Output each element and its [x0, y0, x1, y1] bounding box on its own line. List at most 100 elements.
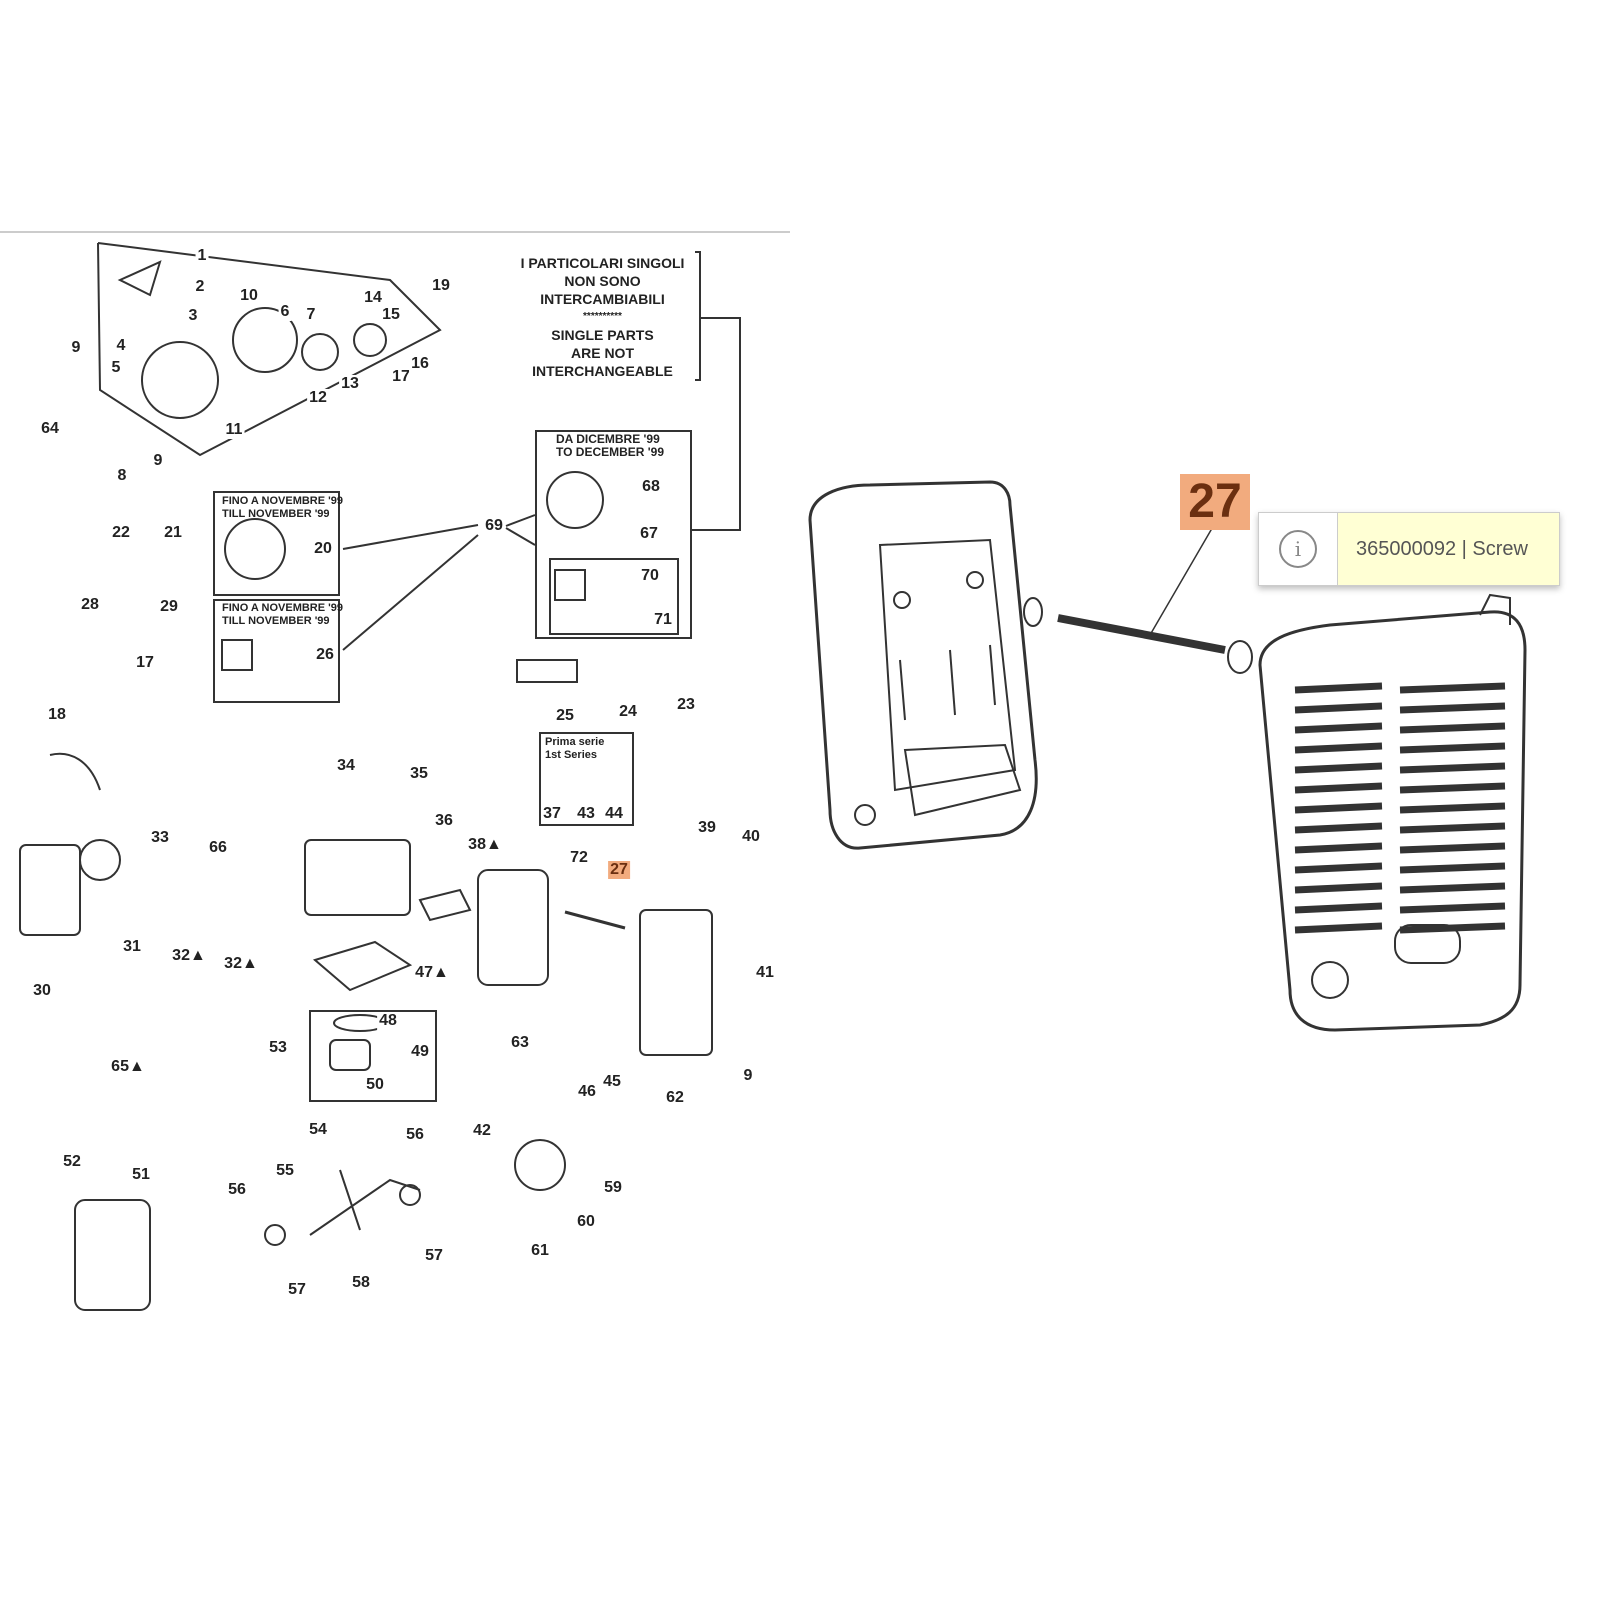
part-label[interactable]: 14	[362, 289, 384, 307]
part-label[interactable]: 15	[380, 306, 402, 324]
vent-slat	[1294, 902, 1383, 914]
part-label[interactable]: 37	[541, 805, 563, 823]
part-label[interactable]: 40	[740, 828, 762, 846]
part-label[interactable]: 39	[696, 819, 718, 837]
part-label[interactable]: 24	[617, 703, 639, 721]
part-label[interactable]: 12	[307, 389, 329, 407]
highlighted-part-label-large[interactable]: 27	[1180, 474, 1250, 530]
part-label[interactable]: 70	[639, 567, 661, 585]
part-label[interactable]: 62	[664, 1089, 686, 1107]
part-label[interactable]: 28	[79, 596, 101, 614]
part-label[interactable]: 48	[377, 1012, 399, 1030]
part-label[interactable]: 32▲	[222, 955, 260, 973]
piston-box	[309, 1010, 437, 1102]
part-label[interactable]: 43	[575, 805, 597, 823]
part-label[interactable]: 50	[364, 1076, 386, 1094]
vent-slat	[1294, 802, 1383, 814]
part-label[interactable]: 17	[134, 654, 156, 672]
part-label[interactable]: 18	[46, 706, 68, 724]
part-label[interactable]: 41	[754, 964, 776, 982]
part-label[interactable]: 21	[162, 524, 184, 542]
part-label[interactable]: 69	[483, 517, 505, 535]
part-label[interactable]: 67	[638, 525, 660, 543]
part-label[interactable]: 58	[350, 1274, 372, 1292]
part-label[interactable]: 72	[568, 849, 590, 867]
info-icon: i	[1259, 513, 1338, 585]
part-label[interactable]: 20	[312, 540, 334, 558]
part-label[interactable]: 13	[339, 375, 361, 393]
starter-housing	[141, 341, 219, 419]
part-label[interactable]: 57	[423, 1247, 445, 1265]
starter-group-outline	[97, 242, 442, 457]
vent-slat	[1294, 922, 1383, 934]
part-label[interactable]: 61	[529, 1242, 551, 1260]
part-label[interactable]: 10	[238, 287, 260, 305]
note-line: **********	[583, 311, 622, 322]
part-label[interactable]: 26	[314, 646, 336, 664]
part-label[interactable]: 52	[61, 1153, 83, 1171]
part-label[interactable]: 56	[404, 1126, 426, 1144]
vent-slat	[1399, 762, 1506, 774]
part-label[interactable]: 22	[110, 524, 132, 542]
vent-slat	[1399, 842, 1506, 854]
note-line: I PARTICOLARI SINGOLI	[520, 255, 685, 271]
part-label[interactable]: 29	[158, 598, 180, 616]
note-line: INTERCHANGEABLE	[532, 363, 673, 379]
part-tooltip: i 365000092 | Screw	[1258, 512, 1560, 586]
part-label[interactable]: 59	[602, 1179, 624, 1197]
part-label[interactable]: 31	[121, 938, 143, 956]
part-label[interactable]: 1	[195, 247, 209, 265]
part-label[interactable]: 35	[408, 765, 430, 783]
part-label[interactable]: 3	[186, 307, 200, 325]
part-label[interactable]: 2	[193, 278, 207, 296]
highlighted-part-label[interactable]: 27	[608, 861, 630, 879]
part-label[interactable]: 64	[39, 420, 61, 438]
part-label[interactable]: 63	[509, 1034, 531, 1052]
part-label[interactable]: 36	[433, 812, 455, 830]
part-label[interactable]: 53	[267, 1039, 289, 1057]
tooltip-text: 365000092 | Screw	[1338, 513, 1559, 585]
part-label[interactable]: 60	[575, 1213, 597, 1231]
part-label[interactable]: 51	[130, 1166, 152, 1184]
part-label[interactable]: 54	[307, 1121, 329, 1139]
vent-slat	[1294, 862, 1383, 874]
part-label[interactable]: 65▲	[109, 1058, 147, 1076]
part-label[interactable]: 44	[603, 805, 625, 823]
part-label[interactable]: 11	[223, 421, 245, 439]
part-label[interactable]: 5	[109, 359, 123, 377]
part-label[interactable]: 45	[601, 1073, 623, 1091]
part-label[interactable]: 38▲	[466, 836, 504, 854]
vent-slat	[1294, 682, 1383, 694]
part-label[interactable]: 32▲	[170, 947, 208, 965]
part-label[interactable]: 34	[335, 757, 357, 775]
part-label[interactable]: 68	[640, 478, 662, 496]
part-label[interactable]: 49	[409, 1043, 431, 1061]
part-label[interactable]: 33	[149, 829, 171, 847]
part-label[interactable]: 23	[675, 696, 697, 714]
part-label[interactable]: 16	[409, 355, 431, 373]
part-label[interactable]: 9	[741, 1067, 755, 1085]
muffler-cover-small	[639, 909, 713, 1056]
part-label[interactable]: 7	[304, 306, 318, 324]
part-label[interactable]: 8	[115, 467, 129, 485]
part-label[interactable]: 4	[114, 337, 128, 355]
part-label[interactable]: 46	[576, 1083, 598, 1101]
part-label[interactable]: 57	[286, 1281, 308, 1299]
part-label[interactable]: 9	[151, 452, 165, 470]
part-label[interactable]: 6	[278, 303, 292, 321]
part-label[interactable]: 42	[471, 1122, 493, 1140]
vent-slat	[1399, 682, 1506, 694]
part-label[interactable]: 9	[69, 339, 83, 357]
part-label[interactable]: 66	[207, 839, 229, 857]
part-label[interactable]: 25	[554, 707, 576, 725]
muffler-large	[808, 480, 1038, 850]
part-label[interactable]: 47▲	[413, 964, 451, 982]
part-label[interactable]: 17	[390, 368, 412, 386]
part-label[interactable]: 71	[652, 611, 674, 629]
part-label[interactable]: 30	[31, 982, 53, 1000]
part-label[interactable]: 19	[430, 277, 452, 295]
part-label[interactable]: 56	[226, 1181, 248, 1199]
part-label[interactable]: 55	[274, 1162, 296, 1180]
